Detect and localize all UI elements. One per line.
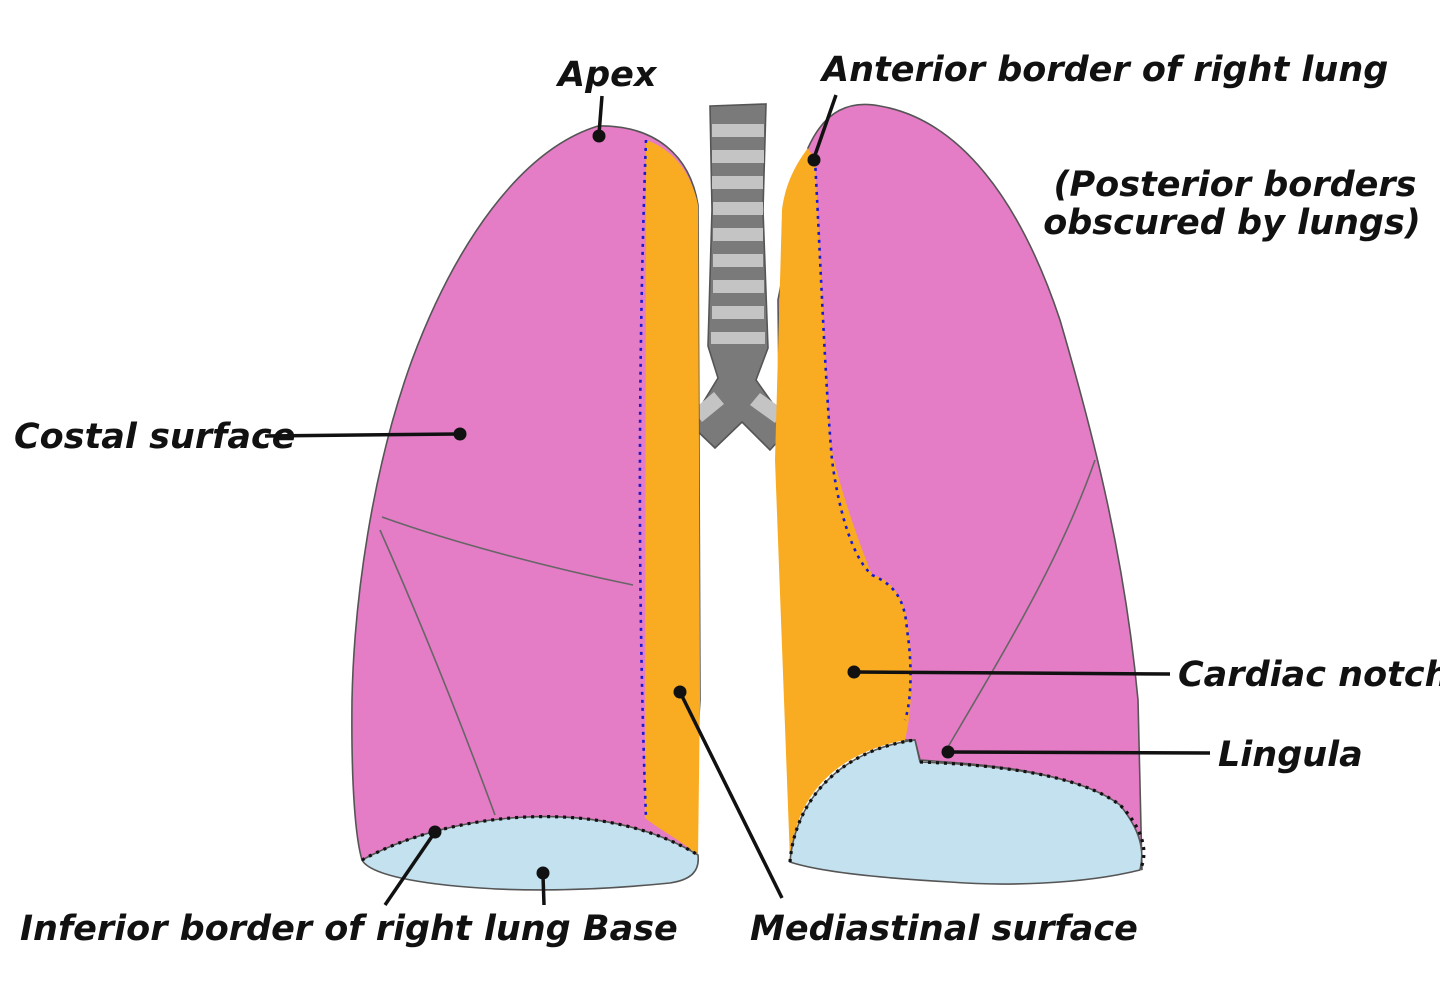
left-lung — [775, 103, 1146, 885]
anterior-border-leader — [812, 94, 838, 159]
right-lung-mediastinal-surface — [645, 140, 700, 855]
cardiac-notch-leader — [853, 670, 1171, 676]
costal-surface-leader — [264, 432, 459, 438]
label-posterior-note-line1: (Posterior borders — [1054, 165, 1417, 205]
inferior-border-dot — [428, 825, 442, 839]
right-inferior-border-line — [361, 814, 699, 862]
mediastinal-surface-dot — [673, 685, 687, 699]
right-oblique-fissure — [379, 529, 496, 816]
trachea — [688, 103, 792, 452]
mediastinal-surface-leader — [678, 691, 784, 899]
right-lung-base — [360, 815, 699, 891]
label-inferior-border: Inferior border of right lung Base — [20, 909, 678, 949]
label-apex: Apex — [555, 55, 658, 95]
left-lung-mediastinal-surface — [775, 148, 912, 860]
left-anterior-border-line — [813, 159, 912, 721]
label-cardiac-notch: Cardiac notch — [1178, 655, 1440, 695]
left-oblique-fissure — [944, 459, 1096, 753]
cardiac-notch-dot — [847, 665, 861, 679]
inferior-border-leader — [383, 831, 437, 906]
label-anterior-border: Anterior border of right lung — [819, 50, 1388, 90]
left-inferior-border-line — [788, 738, 1146, 871]
label-posterior-note-line2: obscured by lungs) — [1043, 203, 1421, 243]
labels: Apex Anterior border of right lung (Post… — [14, 50, 1440, 949]
trachea-rings — [693, 124, 784, 423]
apex-dot — [592, 129, 606, 143]
label-costal-surface: Costal surface — [14, 417, 295, 457]
right-lung — [351, 125, 701, 891]
anterior-border-dot — [807, 153, 821, 167]
right-anterior-border-line — [638, 139, 648, 819]
right-horizontal-fissure — [381, 516, 634, 586]
label-mediastinal-surface: Mediastinal surface — [750, 909, 1138, 949]
lingula-leader — [947, 750, 1211, 755]
trachea-body — [688, 103, 792, 452]
base-dot — [536, 866, 550, 880]
label-lingula: Lingula — [1218, 735, 1363, 775]
lingula-dot — [941, 745, 955, 759]
base-leader — [541, 874, 546, 906]
apex-leader — [597, 95, 604, 135]
leaders — [264, 94, 1211, 906]
costal-surface-dot — [453, 427, 467, 441]
